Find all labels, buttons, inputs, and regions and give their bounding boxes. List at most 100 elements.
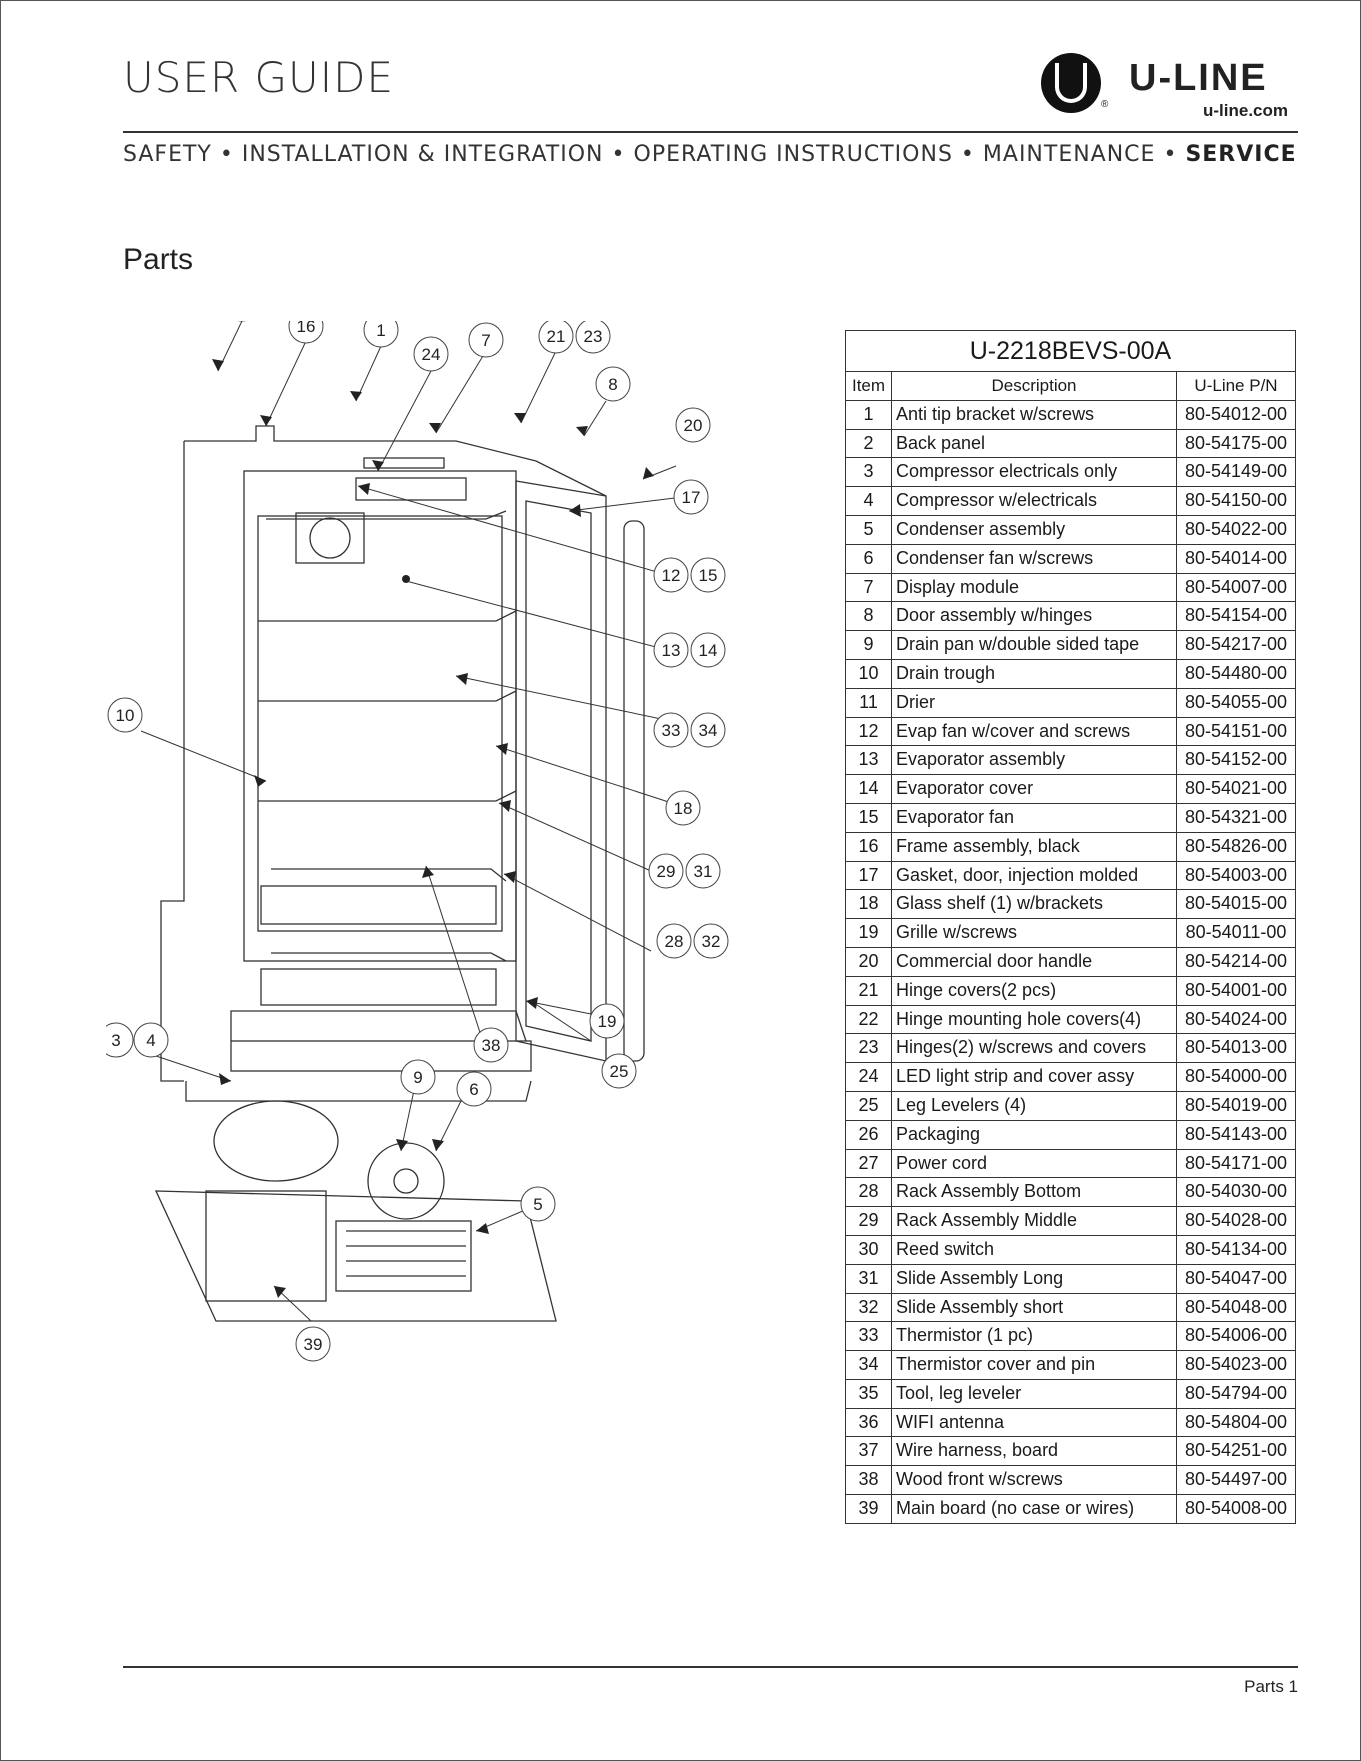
svg-text:9: 9	[413, 1068, 422, 1087]
part-number-cell: 80-54048-00	[1176, 1292, 1296, 1323]
item-number-cell: 5	[845, 514, 892, 545]
item-number-cell: 6	[845, 543, 892, 574]
condenser-fan	[367, 1142, 445, 1220]
svg-text:6: 6	[469, 1080, 478, 1099]
description-cell: Evap fan w/cover and screws	[891, 716, 1177, 747]
part-number-cell: 80-54028-00	[1176, 1206, 1296, 1236]
description-cell: Leg Levelers (4)	[891, 1090, 1177, 1121]
item-number-cell: 31	[845, 1263, 892, 1294]
callout-31: 31	[685, 853, 721, 889]
item-number-cell: 37	[845, 1436, 892, 1467]
item-number-cell: 14	[845, 774, 892, 804]
item-number-cell: 34	[845, 1350, 892, 1380]
table-header-row: Item Description U-Line P/N	[845, 371, 1296, 401]
svg-text:38: 38	[482, 1036, 501, 1055]
callout-4: 4	[133, 1022, 169, 1058]
svg-text:29: 29	[657, 862, 676, 881]
rack-middle	[260, 885, 497, 925]
callout-34: 34	[690, 712, 726, 748]
brand-logo: ® U-LINE u-line.com	[1041, 53, 1301, 123]
description-cell: WIFI antenna	[891, 1407, 1177, 1438]
part-number-cell: 80-54030-00	[1176, 1177, 1296, 1208]
item-number-cell: 19	[845, 918, 892, 948]
part-number-cell: 80-54001-00	[1176, 975, 1296, 1006]
description-cell: Power cord	[891, 1148, 1177, 1179]
part-number-cell: 80-54023-00	[1176, 1350, 1296, 1380]
svg-text:33: 33	[662, 721, 681, 740]
description-cell: Slide Assembly short	[891, 1292, 1177, 1323]
part-number-cell: 80-54175-00	[1176, 428, 1296, 459]
svg-text:18: 18	[674, 799, 693, 818]
description-cell: Main board (no case or wires)	[891, 1494, 1177, 1524]
description-cell: Frame assembly, black	[891, 831, 1177, 862]
parts-table: U-2218BEVS-00A Item Description U-Line P…	[845, 330, 1296, 1524]
item-number-cell: 26	[845, 1119, 892, 1150]
section-nav: SAFETY • INSTALLATION & INTEGRATION • OP…	[123, 142, 1303, 167]
part-number-cell: 80-54003-00	[1176, 860, 1296, 891]
part-number-cell: 80-54021-00	[1176, 774, 1296, 804]
nav-safety: SAFETY	[123, 142, 212, 167]
callout-8: 8	[595, 366, 631, 402]
part-number-cell: 80-54015-00	[1176, 889, 1296, 920]
description-cell: Hinges(2) w/screws and covers	[891, 1033, 1177, 1064]
part-number-cell: 80-54154-00	[1176, 601, 1296, 632]
footer-divider	[123, 1666, 1298, 1668]
part-number-cell: 80-54480-00	[1176, 658, 1296, 689]
part-number-cell: 80-54826-00	[1176, 831, 1296, 862]
callout-21: 21	[538, 321, 574, 354]
callout-6: 6	[456, 1071, 492, 1107]
item-number-cell: 2	[845, 428, 892, 459]
guide-title: USER GUIDE	[123, 53, 395, 102]
compressor	[213, 1100, 339, 1182]
part-number-cell: 80-54497-00	[1176, 1465, 1296, 1496]
nav-separator: •	[960, 142, 975, 167]
svg-text:32: 32	[702, 932, 721, 951]
description-cell: Slide Assembly Long	[891, 1263, 1177, 1294]
callout-13: 13	[653, 632, 689, 668]
description-cell: LED light strip and cover assy	[891, 1062, 1177, 1092]
svg-text:28: 28	[665, 932, 684, 951]
description-cell: Compressor w/electricals	[891, 486, 1177, 516]
item-number-cell: 29	[845, 1206, 892, 1236]
description-cell: Back panel	[891, 428, 1177, 459]
brand-logo-icon	[1041, 53, 1101, 113]
svg-text:39: 39	[304, 1335, 323, 1354]
item-number-cell: 33	[845, 1321, 892, 1352]
description-cell: Tool, leg leveler	[891, 1378, 1177, 1409]
part-number-cell: 80-54013-00	[1176, 1033, 1296, 1064]
svg-text:24: 24	[422, 345, 441, 364]
description-cell: Evaporator assembly	[891, 745, 1177, 776]
part-number-cell: 80-54150-00	[1176, 486, 1296, 516]
svg-text:14: 14	[699, 641, 718, 660]
svg-text:20: 20	[684, 416, 703, 435]
part-number-cell: 80-54171-00	[1176, 1148, 1296, 1179]
brand-name: U-LINE	[1129, 57, 1268, 99]
footer-page-label: Parts 1	[1244, 1677, 1298, 1696]
callout-12: 12	[653, 557, 689, 593]
description-cell: Door assembly w/hinges	[891, 601, 1177, 632]
callout-28: 28	[656, 923, 692, 959]
model-number: U-2218BEVS-00A	[845, 330, 1296, 372]
part-number-cell: 80-54006-00	[1176, 1321, 1296, 1352]
svg-text:1: 1	[376, 321, 385, 340]
svg-text:31: 31	[694, 862, 713, 881]
description-cell: Thermistor cover and pin	[891, 1350, 1177, 1380]
svg-text:23: 23	[584, 327, 603, 346]
svg-text:5: 5	[533, 1195, 542, 1214]
callout-18: 18	[665, 790, 701, 826]
part-number-cell: 80-54321-00	[1176, 802, 1296, 833]
